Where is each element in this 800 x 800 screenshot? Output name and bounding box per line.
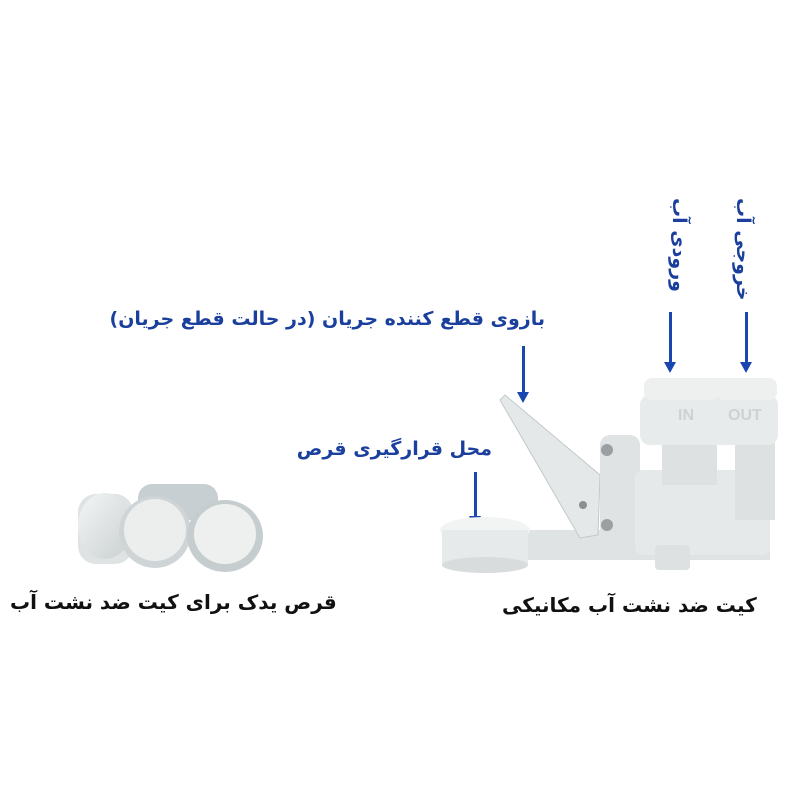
outlet-arrow <box>740 312 752 373</box>
spare-disc-caption: قرص یدک برای کیت ضد نشت آب <box>10 590 337 614</box>
inlet-arrow <box>664 312 676 373</box>
valve-kit-image: IN OUT <box>440 378 778 573</box>
disc-seat-label: محل قرارگیری قرص <box>296 438 492 460</box>
outlet-label: خروجی آب <box>732 198 754 301</box>
out-marking: OUT <box>728 407 762 424</box>
lever-label: بازوی قطع کننده جریان (در حالت قطع جریان… <box>109 308 545 330</box>
inlet-label: ورودی آب <box>668 198 690 292</box>
kit-caption: کیت ضد نشت آب مکانیکی <box>502 593 757 617</box>
in-marking: IN <box>678 407 694 424</box>
spare-discs-image <box>78 484 263 572</box>
lever-arrow <box>517 346 529 403</box>
